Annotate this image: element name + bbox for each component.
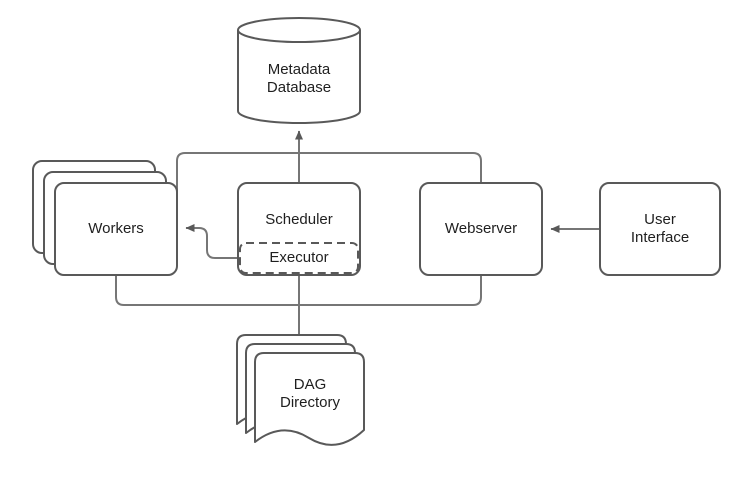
edge-bottom-bus-right (299, 275, 482, 306)
webserver-node[interactable] (420, 183, 542, 275)
metadata-database-node[interactable] (238, 18, 360, 123)
node-webserver (419, 182, 543, 276)
executor-node[interactable] (240, 243, 358, 273)
scheduler-node[interactable] (238, 183, 360, 243)
dag-directory-node[interactable] (237, 335, 364, 445)
edge-top-bus-right (299, 152, 482, 184)
workers-node[interactable] (33, 161, 177, 275)
node-metadata-database (237, 17, 361, 124)
edge-executor-to-workers (185, 224, 240, 259)
node-executor (239, 242, 359, 274)
edge-bottom-bus-left (115, 275, 299, 306)
node-user-interface (599, 182, 721, 276)
user-interface-node[interactable] (600, 183, 720, 275)
edge-top-bus-left (176, 152, 299, 228)
node-dag-directory (236, 334, 365, 446)
node-workers (32, 160, 178, 276)
